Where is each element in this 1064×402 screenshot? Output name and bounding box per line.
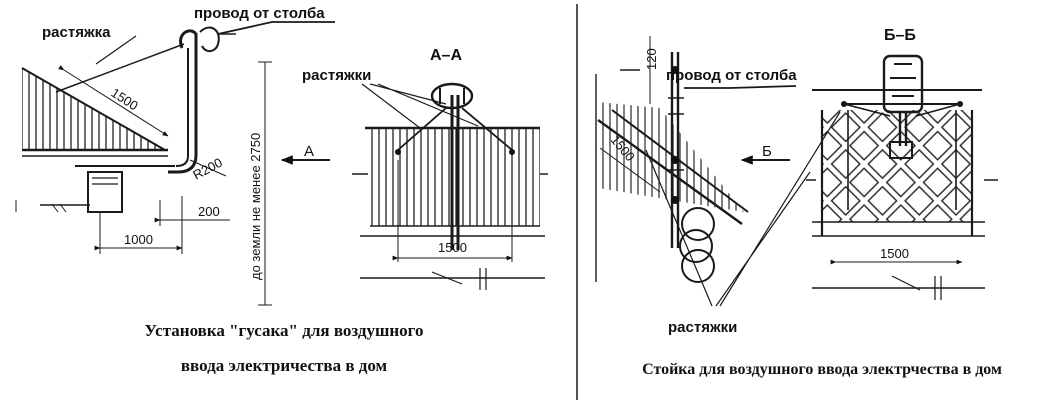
caption-right: Стойка для воздушного ввода электрчества…	[642, 361, 1002, 378]
section-a-a	[352, 82, 548, 290]
label-wire-from-pole-right: провод от столба	[666, 67, 797, 84]
frame-left	[595, 69, 640, 282]
caption-left-line2: ввода электричества в дом	[181, 356, 388, 375]
right-panel: провод от столба Б–Б Б 120 1500 1500 рас…	[595, 27, 1002, 378]
leaders-rastyazhki-right	[645, 111, 841, 307]
section-title-a-a: А–А	[430, 47, 462, 64]
dim-text-200: 200	[198, 204, 220, 219]
guy-wire-left	[55, 43, 185, 93]
dim-text-120: 120	[644, 48, 659, 70]
mast-right	[668, 52, 797, 248]
house-wall-left	[40, 165, 175, 213]
pole-wire-left	[217, 21, 335, 35]
leader-rastyazhka	[95, 35, 137, 65]
leader-r200	[189, 159, 227, 177]
label-rastyazhka: растяжка	[42, 24, 111, 41]
gooseneck-pipe	[168, 26, 236, 174]
dim-text-1500-section: 1500	[438, 240, 467, 255]
section-title-b-b: Б–Б	[884, 27, 916, 44]
caption-left-line1: Установка "гусака" для воздушного	[145, 321, 424, 340]
dim-line-slope	[58, 65, 169, 137]
dim-text-ground-height: до земли не менее 2750	[248, 133, 263, 280]
label-rastyazhki-left: растяжки	[302, 67, 371, 84]
roof-slope-left	[21, 67, 168, 157]
log-wall	[679, 207, 715, 283]
label-rastyazhki-right: растяжки	[668, 319, 737, 336]
dim-text-1000: 1000	[124, 232, 153, 247]
dim-ticks-height	[258, 61, 272, 306]
dim-line-1500-right-slope	[599, 147, 661, 193]
label-wire-from-pole-left: провод от столба	[194, 5, 325, 22]
left-panel: растяжка провод от столба растяжки А–А А…	[15, 5, 548, 375]
break-marks-left	[15, 200, 67, 213]
label-view-a: А	[304, 143, 314, 160]
dim-text-1500-right-section: 1500	[880, 246, 909, 261]
section-b-b	[806, 54, 998, 300]
label-view-b: Б	[762, 143, 772, 160]
